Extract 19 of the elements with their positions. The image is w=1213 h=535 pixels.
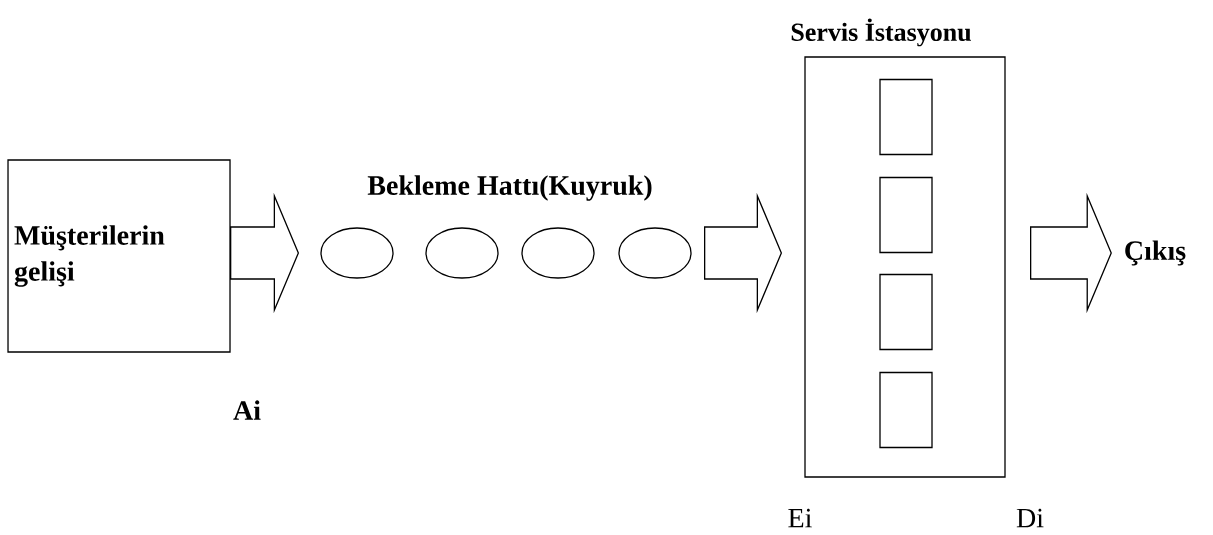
variable-label: Ei <box>788 508 812 528</box>
source-box: Müşterilerin gelişi <box>7 159 231 353</box>
queue-ellipse <box>425 227 499 279</box>
queue-ellipse <box>320 227 394 279</box>
queue-ellipse <box>521 227 595 279</box>
server-box <box>879 371 933 449</box>
block-arrow <box>1030 192 1112 314</box>
block-arrow <box>230 192 300 314</box>
output-label: Çıkış <box>1125 240 1186 266</box>
server-box <box>879 78 933 156</box>
queue-heading: Bekleme Hattı(Kuyruk) <box>367 175 652 201</box>
queue-ellipse <box>618 227 692 279</box>
variable-label: Di <box>1016 508 1044 528</box>
variable-label: Ai <box>233 400 261 420</box>
server-box <box>879 273 933 351</box>
station-box: Servis İstasyonu <box>791 18 1006 478</box>
block-arrow <box>704 192 783 314</box>
server-box <box>879 176 933 254</box>
node-label: Servis İstasyonu <box>791 18 971 47</box>
